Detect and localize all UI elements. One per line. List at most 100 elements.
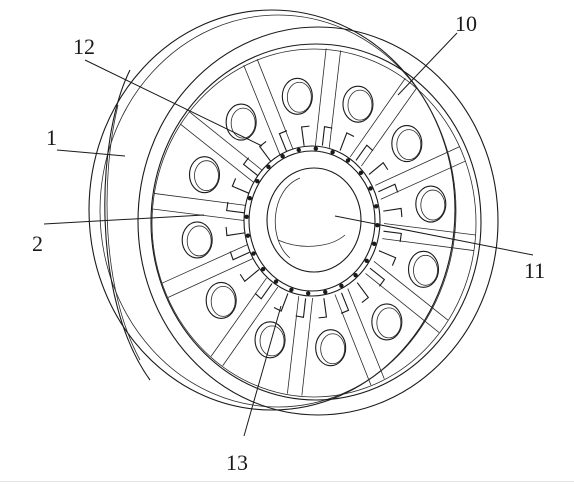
spoke-edge	[256, 58, 294, 150]
spoke-hole-inner	[420, 189, 446, 221]
hub-bolt	[330, 149, 335, 155]
spoke-hole	[315, 329, 347, 367]
spoke-hole-inner	[320, 333, 346, 365]
hub-fin	[321, 126, 333, 146]
hub-bolt	[280, 154, 285, 159]
spoke-edge	[179, 123, 255, 184]
leader-13	[243, 305, 282, 437]
hub-bolt	[296, 147, 301, 153]
hub-fin	[295, 298, 307, 318]
wheel-spokes	[152, 48, 476, 396]
hub-fin	[239, 269, 260, 283]
spoke-edge	[361, 87, 418, 167]
hub-bolt	[305, 291, 311, 296]
label-13: 13	[226, 450, 248, 475]
hub-fin	[300, 125, 310, 146]
wheel-back-rim	[88, 9, 457, 411]
hub-bolt	[266, 164, 271, 170]
spoke-hole	[415, 185, 447, 223]
spoke-hole	[407, 250, 440, 288]
hub-fin	[368, 161, 389, 175]
wheel-front-rim	[137, 26, 499, 416]
hub-bolt	[323, 289, 328, 295]
label-12: 12	[73, 34, 95, 59]
hub-bolt	[345, 158, 351, 163]
label-10: 10	[455, 11, 477, 36]
spoke-edge	[154, 193, 246, 206]
hub-bolt	[244, 214, 249, 219]
spoke-edge	[349, 78, 406, 158]
hub-bolt	[373, 204, 379, 209]
hub-bolts	[244, 146, 380, 296]
spoke-edge	[286, 296, 300, 394]
spoke-edge	[188, 111, 263, 171]
spoke-edge	[301, 297, 313, 396]
hub-bolt	[339, 283, 344, 288]
spoke-edge	[375, 146, 461, 186]
hub-fin	[378, 183, 399, 193]
hub-fin	[225, 226, 245, 237]
spoke-hole	[254, 321, 286, 359]
hub-fins	[225, 125, 403, 319]
spoke-edge	[380, 160, 466, 200]
hub-fin	[226, 201, 245, 214]
hub-bolt	[368, 186, 373, 191]
label-2: 2	[32, 231, 43, 256]
hub-fin	[258, 141, 272, 162]
spoke-hole	[391, 125, 423, 163]
spoke-hole	[225, 103, 257, 141]
leader-12	[84, 59, 263, 147]
leader-1	[56, 149, 126, 157]
spoke-edge	[365, 273, 440, 333]
hub-bolt	[353, 272, 358, 278]
spoke-hole-inner	[286, 81, 312, 113]
spoke-edge	[382, 238, 474, 251]
spoke-edge	[373, 260, 449, 321]
hub-bolt	[358, 170, 364, 176]
spoke-hole-inner	[186, 225, 212, 257]
hub-fin	[242, 157, 259, 177]
leader-10	[397, 32, 458, 96]
hub-fin	[378, 250, 397, 266]
hub-fin	[383, 230, 402, 243]
spoke-holes	[181, 77, 447, 367]
spoke-hole-inner	[347, 89, 373, 121]
spoke-edge	[328, 50, 342, 148]
hub-fin	[318, 298, 328, 319]
hub-fin	[231, 178, 250, 194]
spoke-hole-inner	[376, 307, 402, 339]
spoke-hole	[281, 77, 313, 115]
hub-fin	[273, 293, 289, 312]
hub-bore	[266, 167, 362, 273]
hub-fin	[383, 207, 403, 218]
spoke-edge	[167, 258, 253, 298]
leader-11	[334, 215, 534, 256]
leader-2	[43, 214, 205, 225]
spoke-hole	[181, 221, 213, 259]
hub-bolt	[313, 146, 319, 151]
spoke-hole-inner	[210, 286, 236, 317]
hub-bolt	[364, 258, 369, 264]
spoke-hole-inner	[259, 325, 285, 357]
hub-bolt	[251, 251, 256, 256]
spoke-hole-inner	[413, 254, 438, 286]
spoke-hole	[205, 281, 237, 319]
spoke-edge	[222, 286, 279, 366]
spoke-edge	[210, 277, 267, 357]
hub-bolt	[255, 178, 260, 184]
spoke-edge	[162, 244, 248, 284]
hub-fin	[340, 292, 350, 314]
label-11: 11	[524, 258, 545, 283]
leader-lines	[43, 32, 534, 437]
hub-fin	[339, 132, 355, 151]
hub-bolt	[371, 241, 377, 247]
hub-fin	[369, 267, 386, 287]
spoke-hole-inner	[396, 129, 422, 160]
spoke-edge	[383, 223, 476, 236]
hub-bolt	[273, 279, 279, 284]
spoke-hole	[371, 303, 403, 341]
hub-bolt	[289, 287, 294, 293]
hub-bolt	[260, 266, 266, 272]
spoke-edge	[334, 294, 372, 386]
